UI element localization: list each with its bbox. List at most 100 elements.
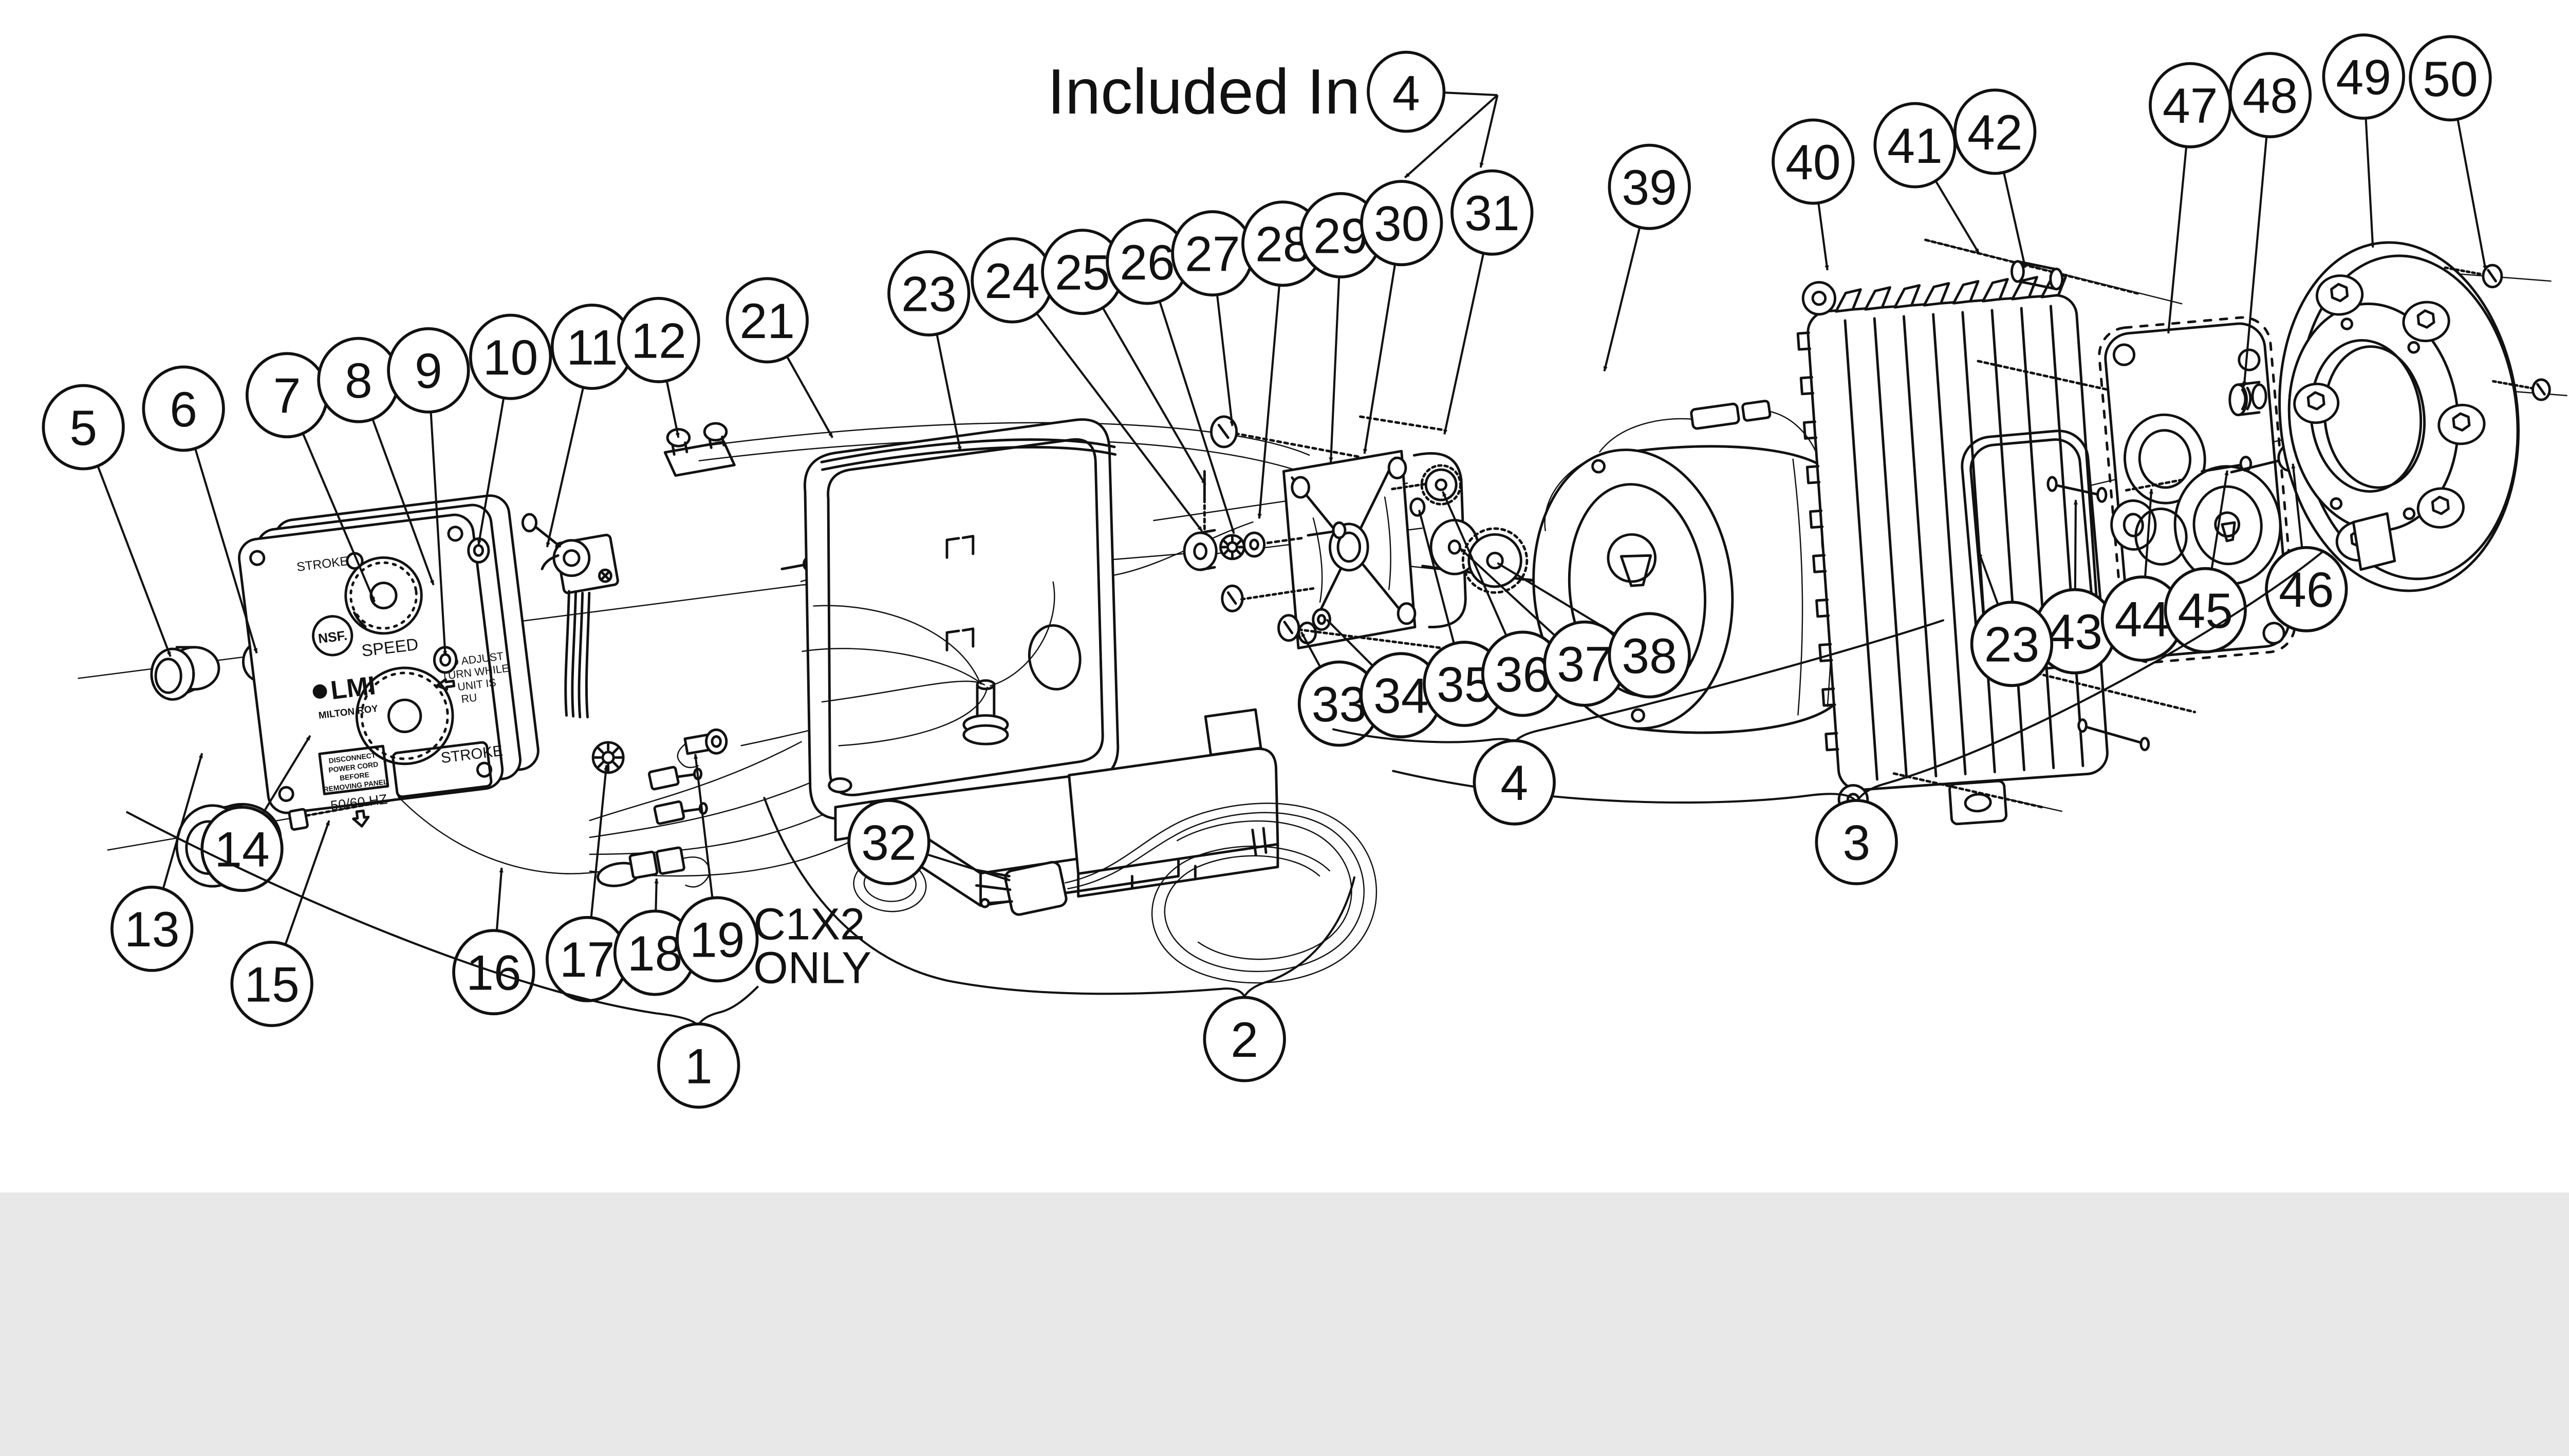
included-in-annotation: Included In — [1047, 56, 1360, 127]
callout-44: 44 — [2100, 489, 2184, 662]
callout-38: 38 — [1497, 562, 1691, 699]
group-bracket-4: 4 — [1332, 619, 1944, 826]
callout-number: 26 — [1120, 235, 1175, 290]
callout-27: 27 — [1171, 210, 1254, 426]
callout-number: 12 — [631, 313, 686, 368]
callout-number: 32 — [861, 815, 917, 870]
panel-screw — [288, 795, 411, 831]
coupling-bushing — [1183, 529, 1218, 571]
callout-32: 32 — [847, 799, 1011, 886]
callout-number: 14 — [214, 823, 270, 878]
callout-number: 21 — [740, 294, 795, 349]
callout-number: 30 — [1374, 197, 1429, 252]
gear-train — [1391, 464, 1561, 594]
callout-number: 23 — [901, 267, 956, 322]
callout-number: 49 — [2336, 50, 2392, 105]
lock-washer — [1219, 534, 1245, 561]
included-in-number: 4 — [1392, 66, 1420, 121]
speed-dial — [344, 556, 423, 635]
callout-number: 6 — [170, 382, 197, 437]
callout-number: 23 — [1984, 618, 2040, 673]
callout-17: 17 — [546, 764, 629, 1002]
callout-30: 30 — [1360, 180, 1443, 454]
callout-6: 6 — [142, 365, 258, 654]
callout-23: 23 — [1970, 551, 2054, 687]
callout-number: 10 — [483, 330, 538, 385]
callout-number: 11 — [566, 320, 618, 375]
callout-number: 9 — [415, 344, 442, 399]
callout-number: 44 — [2115, 592, 2170, 647]
callout-16: 16 — [452, 867, 535, 1016]
bearing-plug — [2228, 381, 2267, 417]
callout-number: 34 — [1373, 669, 1429, 724]
callout-number: 29 — [1313, 209, 1369, 264]
callout-number: 45 — [2178, 584, 2233, 639]
control-panel-assembly: SPEED STROKE NSF. LMI MILTON ROY STROKE … — [238, 494, 539, 828]
callout-number: 7 — [273, 369, 301, 424]
callout-40: 40 — [1772, 118, 1855, 271]
svg-text:BEFORE: BEFORE — [339, 770, 369, 782]
callout-number: 50 — [2423, 52, 2478, 107]
callout-15: 15 — [230, 820, 330, 1028]
screw-sleeve — [2010, 260, 2064, 291]
mounting-base — [834, 708, 1279, 907]
callout-13: 13 — [110, 753, 203, 972]
callout-43: 43 — [2033, 499, 2117, 675]
nsf-logo: NSF. — [312, 615, 353, 657]
group-bracket-1: 1 — [126, 811, 759, 1109]
callout-number: 40 — [1785, 135, 1840, 190]
callout-number: 48 — [2243, 69, 2298, 124]
bracket-screw-bottom — [1277, 614, 1444, 649]
callout-number: 27 — [1185, 227, 1240, 282]
callout-number: 8 — [345, 353, 373, 408]
callout-number: 25 — [1055, 246, 1110, 301]
callout-5: 5 — [42, 384, 172, 657]
callout-14: 14 — [200, 735, 311, 892]
callout-37: 37 — [1459, 547, 1626, 707]
c1x2-line1: C1X2 — [753, 899, 865, 949]
callout-11: 11 — [546, 304, 634, 548]
power-plug — [975, 861, 1068, 916]
parts-diagram-page: SPEED STROKE NSF. LMI MILTON ROY STROKE … — [0, 0, 2569, 1193]
included-in-reference: 4 — [1367, 50, 1499, 179]
stroke-switch-assembly — [521, 513, 619, 719]
callout-25: 25 — [1041, 229, 1206, 486]
callout-49: 49 — [2322, 33, 2405, 248]
callout-42: 42 — [1953, 88, 2037, 268]
speed-switch-assembly — [663, 422, 736, 477]
callout-47: 47 — [2149, 62, 2232, 334]
return-spring — [2125, 478, 2184, 492]
panel-cutout — [392, 741, 493, 798]
callout-number: 39 — [1622, 160, 1677, 215]
callout-21: 21 — [725, 277, 834, 438]
epu-bracket-assembly — [1183, 415, 1467, 649]
callout-41: 41 — [1873, 102, 1980, 254]
included-in-text: Included In — [1047, 56, 1360, 127]
group-bracket-2: 2 — [763, 797, 1356, 1082]
callout-number: 13 — [124, 902, 180, 957]
callout-number: 31 — [1464, 186, 1519, 241]
callout-24: 24 — [971, 237, 1203, 532]
callout-18: 18 — [613, 878, 697, 996]
star-washer — [591, 741, 625, 774]
svg-text:LMI: LMI — [329, 670, 377, 705]
callout-46: 46 — [2265, 463, 2348, 632]
callout-number: 5 — [69, 401, 97, 456]
callout-10: 10 — [469, 313, 552, 546]
callout-number: 47 — [2163, 79, 2218, 134]
spade-connector — [653, 800, 708, 825]
callout-50: 50 — [2409, 35, 2492, 271]
callout-number: 2 — [1231, 1013, 1258, 1068]
stroke-dial — [355, 666, 454, 766]
spade-connector — [648, 766, 703, 791]
callout-7: 7 — [245, 352, 376, 603]
callout-number: 1 — [685, 1039, 713, 1094]
callout-number: 3 — [1842, 815, 1870, 870]
speed-knob-small — [150, 646, 220, 701]
callout-number: 18 — [627, 926, 683, 981]
pump-housing-cover — [802, 418, 1120, 820]
c1x2-line2: ONLY — [753, 943, 871, 993]
ring-terminal — [677, 728, 728, 769]
grommet — [467, 537, 490, 564]
